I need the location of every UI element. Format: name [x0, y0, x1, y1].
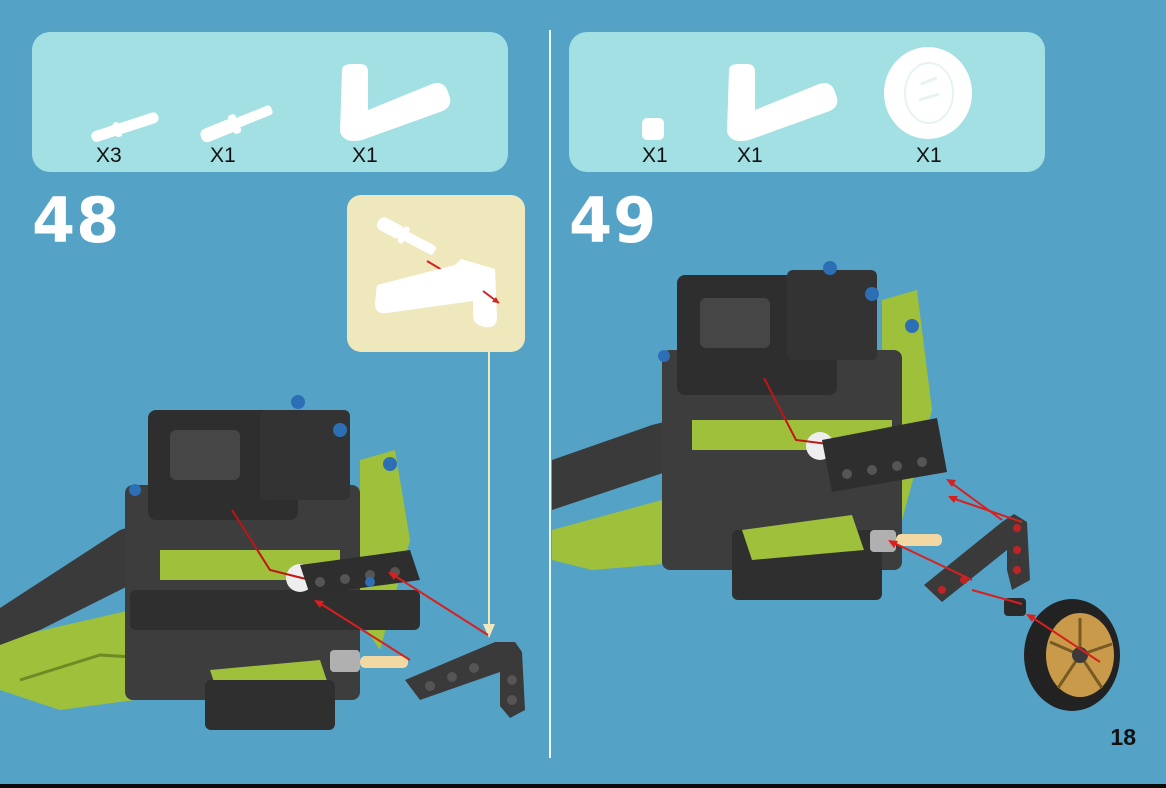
axle-pin-icon: [192, 100, 282, 145]
wheel-icon: [881, 44, 976, 142]
part-qty: X1: [737, 144, 763, 168]
part-qty: X1: [352, 144, 378, 168]
step-48-parts-panel: X3 X1 X1: [32, 32, 508, 172]
sub-assembly-callout: [347, 195, 525, 352]
step-number: 48: [32, 190, 120, 252]
step-49-model: [552, 260, 1166, 720]
sub-assembly-diagram: [365, 209, 515, 339]
angled-beam-icon: [332, 62, 462, 142]
page-divider: [549, 30, 551, 758]
bush-icon: [639, 114, 669, 144]
part-qty: X1: [642, 144, 668, 168]
bottom-edge: [0, 784, 1166, 788]
step-48-model: [0, 390, 548, 750]
angled-beam-icon: [719, 62, 849, 142]
step-number: 49: [569, 190, 657, 252]
pin-icon: [82, 107, 172, 147]
part-qty: X3: [96, 144, 122, 168]
part-qty: X1: [916, 144, 942, 168]
page-number: 18: [1110, 724, 1136, 751]
step-49-parts-panel: X1 X1 X1: [569, 32, 1045, 172]
part-qty: X1: [210, 144, 236, 168]
